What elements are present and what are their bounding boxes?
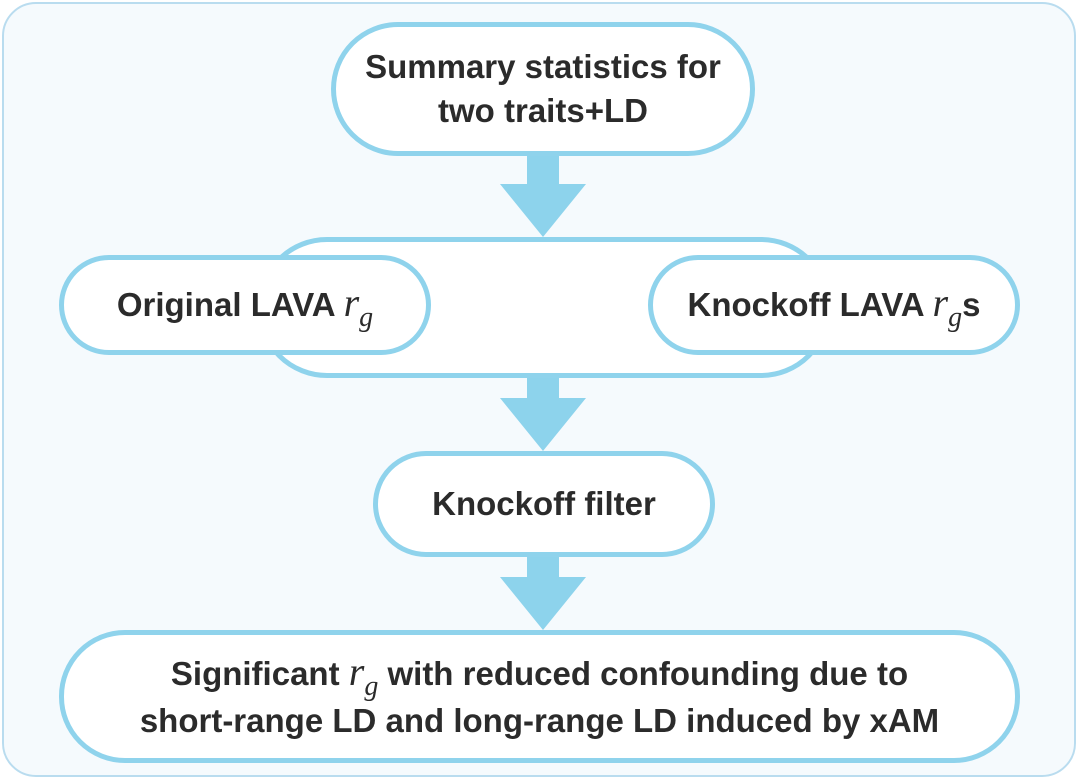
result-line-2: short-range LD and long-range LD induced… xyxy=(139,702,940,739)
original-lava-label: Original LAVA xyxy=(116,285,344,323)
original-lava-node: Original LAVA rg xyxy=(59,255,431,355)
arrow-summary-to-lava xyxy=(500,156,586,237)
arrow-filter-to-result xyxy=(500,557,586,630)
rg-symbol: rg xyxy=(343,279,374,333)
summary-line-1: Summary statistics for xyxy=(365,48,721,85)
result-line-1-rest: with reduced confounding due to xyxy=(378,655,909,692)
knockoff-lava-node: Knockoff LAVA rgs xyxy=(648,255,1020,355)
arrow-lava-to-filter xyxy=(500,378,586,451)
plural-suffix: s xyxy=(962,285,981,323)
summary-statistics-node: Summary statistics for two traits+LD xyxy=(331,22,755,156)
rg-symbol: rg xyxy=(348,649,379,703)
rg-symbol: rg xyxy=(932,279,963,333)
knockoff-filter-node: Knockoff filter xyxy=(373,451,715,557)
result-prefix: Significant xyxy=(170,655,349,692)
knockoff-lava-label: Knockoff LAVA xyxy=(687,285,933,323)
summary-line-2: two traits+LD xyxy=(438,92,648,129)
knockoff-filter-label: Knockoff filter xyxy=(432,485,656,522)
result-node: Significant rg with reduced confounding … xyxy=(59,630,1020,763)
